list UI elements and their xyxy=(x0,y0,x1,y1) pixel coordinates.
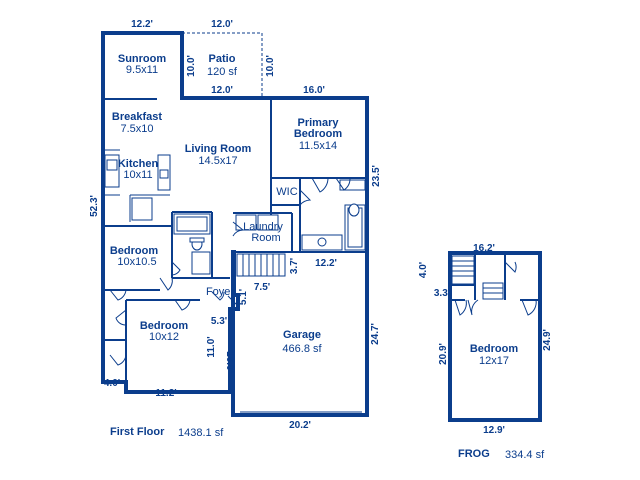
bedroom-2-size: 10x12 xyxy=(149,331,179,343)
frog-bedroom-name: Bedroom xyxy=(470,343,519,355)
frog-bedroom-size: 12x17 xyxy=(479,355,509,367)
frog-interior xyxy=(450,255,540,316)
dim-patio-top: 12.0' xyxy=(211,19,233,30)
dim-bedroom2-bottom: 11.2' xyxy=(155,388,176,399)
dim-garage-bottom: 20.2' xyxy=(289,420,311,431)
kitchen-fixtures xyxy=(104,154,171,221)
dim-laundry-b: 12.2' xyxy=(315,258,337,269)
dim-patio-left: 10.0' xyxy=(186,55,197,77)
bedroom-2-name: Bedroom xyxy=(140,320,189,332)
dim-foyer-a: 7.5' xyxy=(254,282,270,293)
dim-frog-left-top: 4.0' xyxy=(418,262,429,278)
dim-left-side: 52.3' xyxy=(89,195,100,217)
dim-bedroom2-right: 11.0' xyxy=(206,336,217,357)
dim-sunroom-top: 12.2' xyxy=(131,19,153,30)
primary-bath-fixtures xyxy=(301,179,366,251)
foyer-name: Foyer xyxy=(206,286,234,298)
patio-name: Patio xyxy=(209,53,236,65)
dim-primary-top: 16.0' xyxy=(303,85,325,96)
dim-frog-left: 20.9' xyxy=(438,343,449,365)
kitchen-name: Kitchen xyxy=(118,158,159,170)
sunroom-name: Sunroom xyxy=(118,53,166,65)
laundry-name-1: Laundry xyxy=(243,221,283,233)
living-room-size: 14.5x17 xyxy=(198,155,237,167)
dim-patio-right: 10.0' xyxy=(265,55,276,77)
dim-garage-left: 16.0' xyxy=(224,351,235,373)
interior-walls xyxy=(103,98,367,382)
dim-frog-left-small: 3.3' xyxy=(434,288,450,299)
bedroom-1-size: 10x10.5 xyxy=(117,256,156,268)
dim-frog-top: 16.2' xyxy=(473,243,495,254)
garage-size: 466.8 sf xyxy=(282,343,322,355)
dim-frog-right: 24.9' xyxy=(542,329,553,351)
first-floor-area: 1438.1 sf xyxy=(178,427,224,439)
dim-patio-bottom: 12.0' xyxy=(211,85,233,96)
bedroom-1-name: Bedroom xyxy=(110,245,159,257)
breakfast-size: 7.5x10 xyxy=(120,123,153,135)
first-floor-doors xyxy=(109,177,362,415)
dim-foyer-c: 5.3' xyxy=(211,316,227,327)
breakfast-name: Breakfast xyxy=(112,111,162,123)
dim-primary-right: 23.5' xyxy=(371,165,382,187)
dim-frog-bottom: 12.9' xyxy=(483,425,505,436)
patio-size: 120 sf xyxy=(207,66,238,78)
dim-foyer-b: 5.1' xyxy=(238,289,249,305)
first-floor-stairs xyxy=(236,253,286,277)
first-floor-label: First Floor xyxy=(110,426,165,438)
kitchen-size: 10x11 xyxy=(123,169,152,181)
dim-bottom-left: 4.0' xyxy=(104,378,120,389)
frog-label: FROG xyxy=(458,448,490,460)
laundry-fixtures xyxy=(235,214,279,231)
garage-name: Garage xyxy=(283,329,321,341)
wic-name: WIC xyxy=(276,186,297,198)
dim-garage-right: 24.7' xyxy=(370,323,381,345)
frog-area: 334.4 sf xyxy=(505,449,545,461)
patio-outline xyxy=(182,32,263,98)
living-room-name: Living Room xyxy=(185,143,252,155)
sunroom-size: 9.5x11 xyxy=(126,64,158,76)
bathroom-fixtures xyxy=(173,213,211,275)
laundry-name-2: Room xyxy=(251,232,280,244)
frog-outer-wall xyxy=(448,251,542,422)
primary-bedroom-name-2: Bedroom xyxy=(294,128,343,140)
primary-bedroom-name-1: Primary xyxy=(298,117,340,129)
primary-bedroom-size: 11.5x14 xyxy=(299,140,337,152)
dim-laundry-a: 3.7' xyxy=(289,258,300,274)
